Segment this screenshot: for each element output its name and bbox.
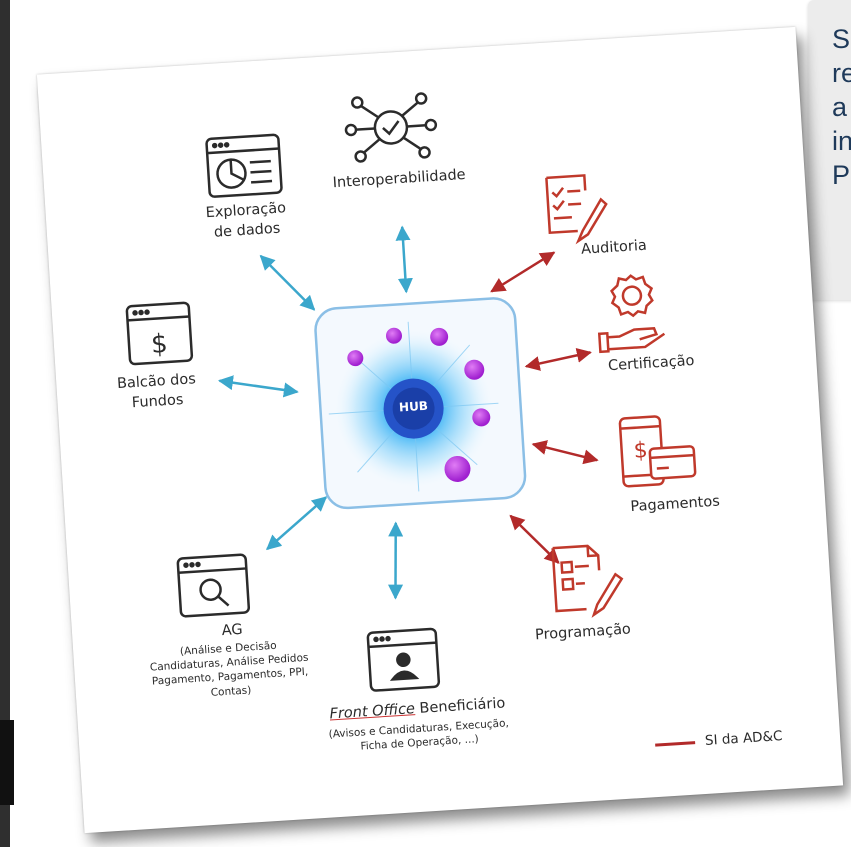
background-slide-block bbox=[0, 720, 14, 805]
arrow-front-office bbox=[388, 521, 404, 600]
dashboard-window-icon bbox=[205, 133, 283, 198]
gear-hand-icon bbox=[597, 274, 666, 354]
side-text-line: re bbox=[832, 58, 851, 88]
arrow-certificacao bbox=[524, 347, 592, 371]
arrow-pagamentos bbox=[531, 440, 599, 465]
search-window-icon bbox=[176, 553, 251, 618]
arrow-auditoria bbox=[490, 251, 556, 293]
label-balcao: Balcão dos Fundos bbox=[91, 369, 223, 416]
arrow-balcao bbox=[217, 375, 299, 398]
bubble bbox=[430, 327, 449, 346]
document-pencil-icon bbox=[551, 544, 624, 618]
background-slide-strip bbox=[0, 0, 10, 847]
arrow-exploracao bbox=[259, 254, 316, 311]
side-text-box: S re a in P bbox=[808, 0, 851, 300]
bubble bbox=[472, 408, 491, 427]
diagram-card: $ $ bbox=[36, 26, 844, 834]
arrow-programacao bbox=[509, 514, 560, 564]
side-text-line: a bbox=[832, 92, 848, 122]
side-text-line: S bbox=[832, 24, 851, 54]
label-front-office-rest: Beneficiário bbox=[414, 695, 506, 718]
hub-label: HUB bbox=[398, 398, 429, 415]
dollar-window-icon: $ bbox=[125, 301, 194, 366]
legend-line bbox=[655, 741, 696, 747]
bubble bbox=[444, 455, 471, 482]
connector-arrows bbox=[217, 225, 599, 600]
hub-box bbox=[314, 297, 527, 510]
network-check-icon bbox=[344, 92, 438, 163]
bubble bbox=[385, 327, 402, 344]
arrow-ag bbox=[266, 496, 328, 551]
svg-text:$: $ bbox=[150, 329, 168, 360]
hub-bubbles bbox=[347, 327, 491, 482]
bubble bbox=[347, 350, 364, 367]
side-text-line: in bbox=[832, 126, 851, 156]
checklist-pencil-icon bbox=[545, 174, 608, 245]
diagram-canvas: $ $ bbox=[125, 92, 697, 747]
label-front-office-em: Front Office bbox=[329, 701, 416, 723]
svg-text:$: $ bbox=[633, 438, 649, 464]
bubble bbox=[464, 359, 485, 380]
arrow-interoperabilidade bbox=[395, 225, 413, 294]
side-text-line: P bbox=[832, 160, 851, 190]
phone-card-icon: $ bbox=[618, 415, 697, 488]
user-window-icon bbox=[366, 627, 441, 692]
